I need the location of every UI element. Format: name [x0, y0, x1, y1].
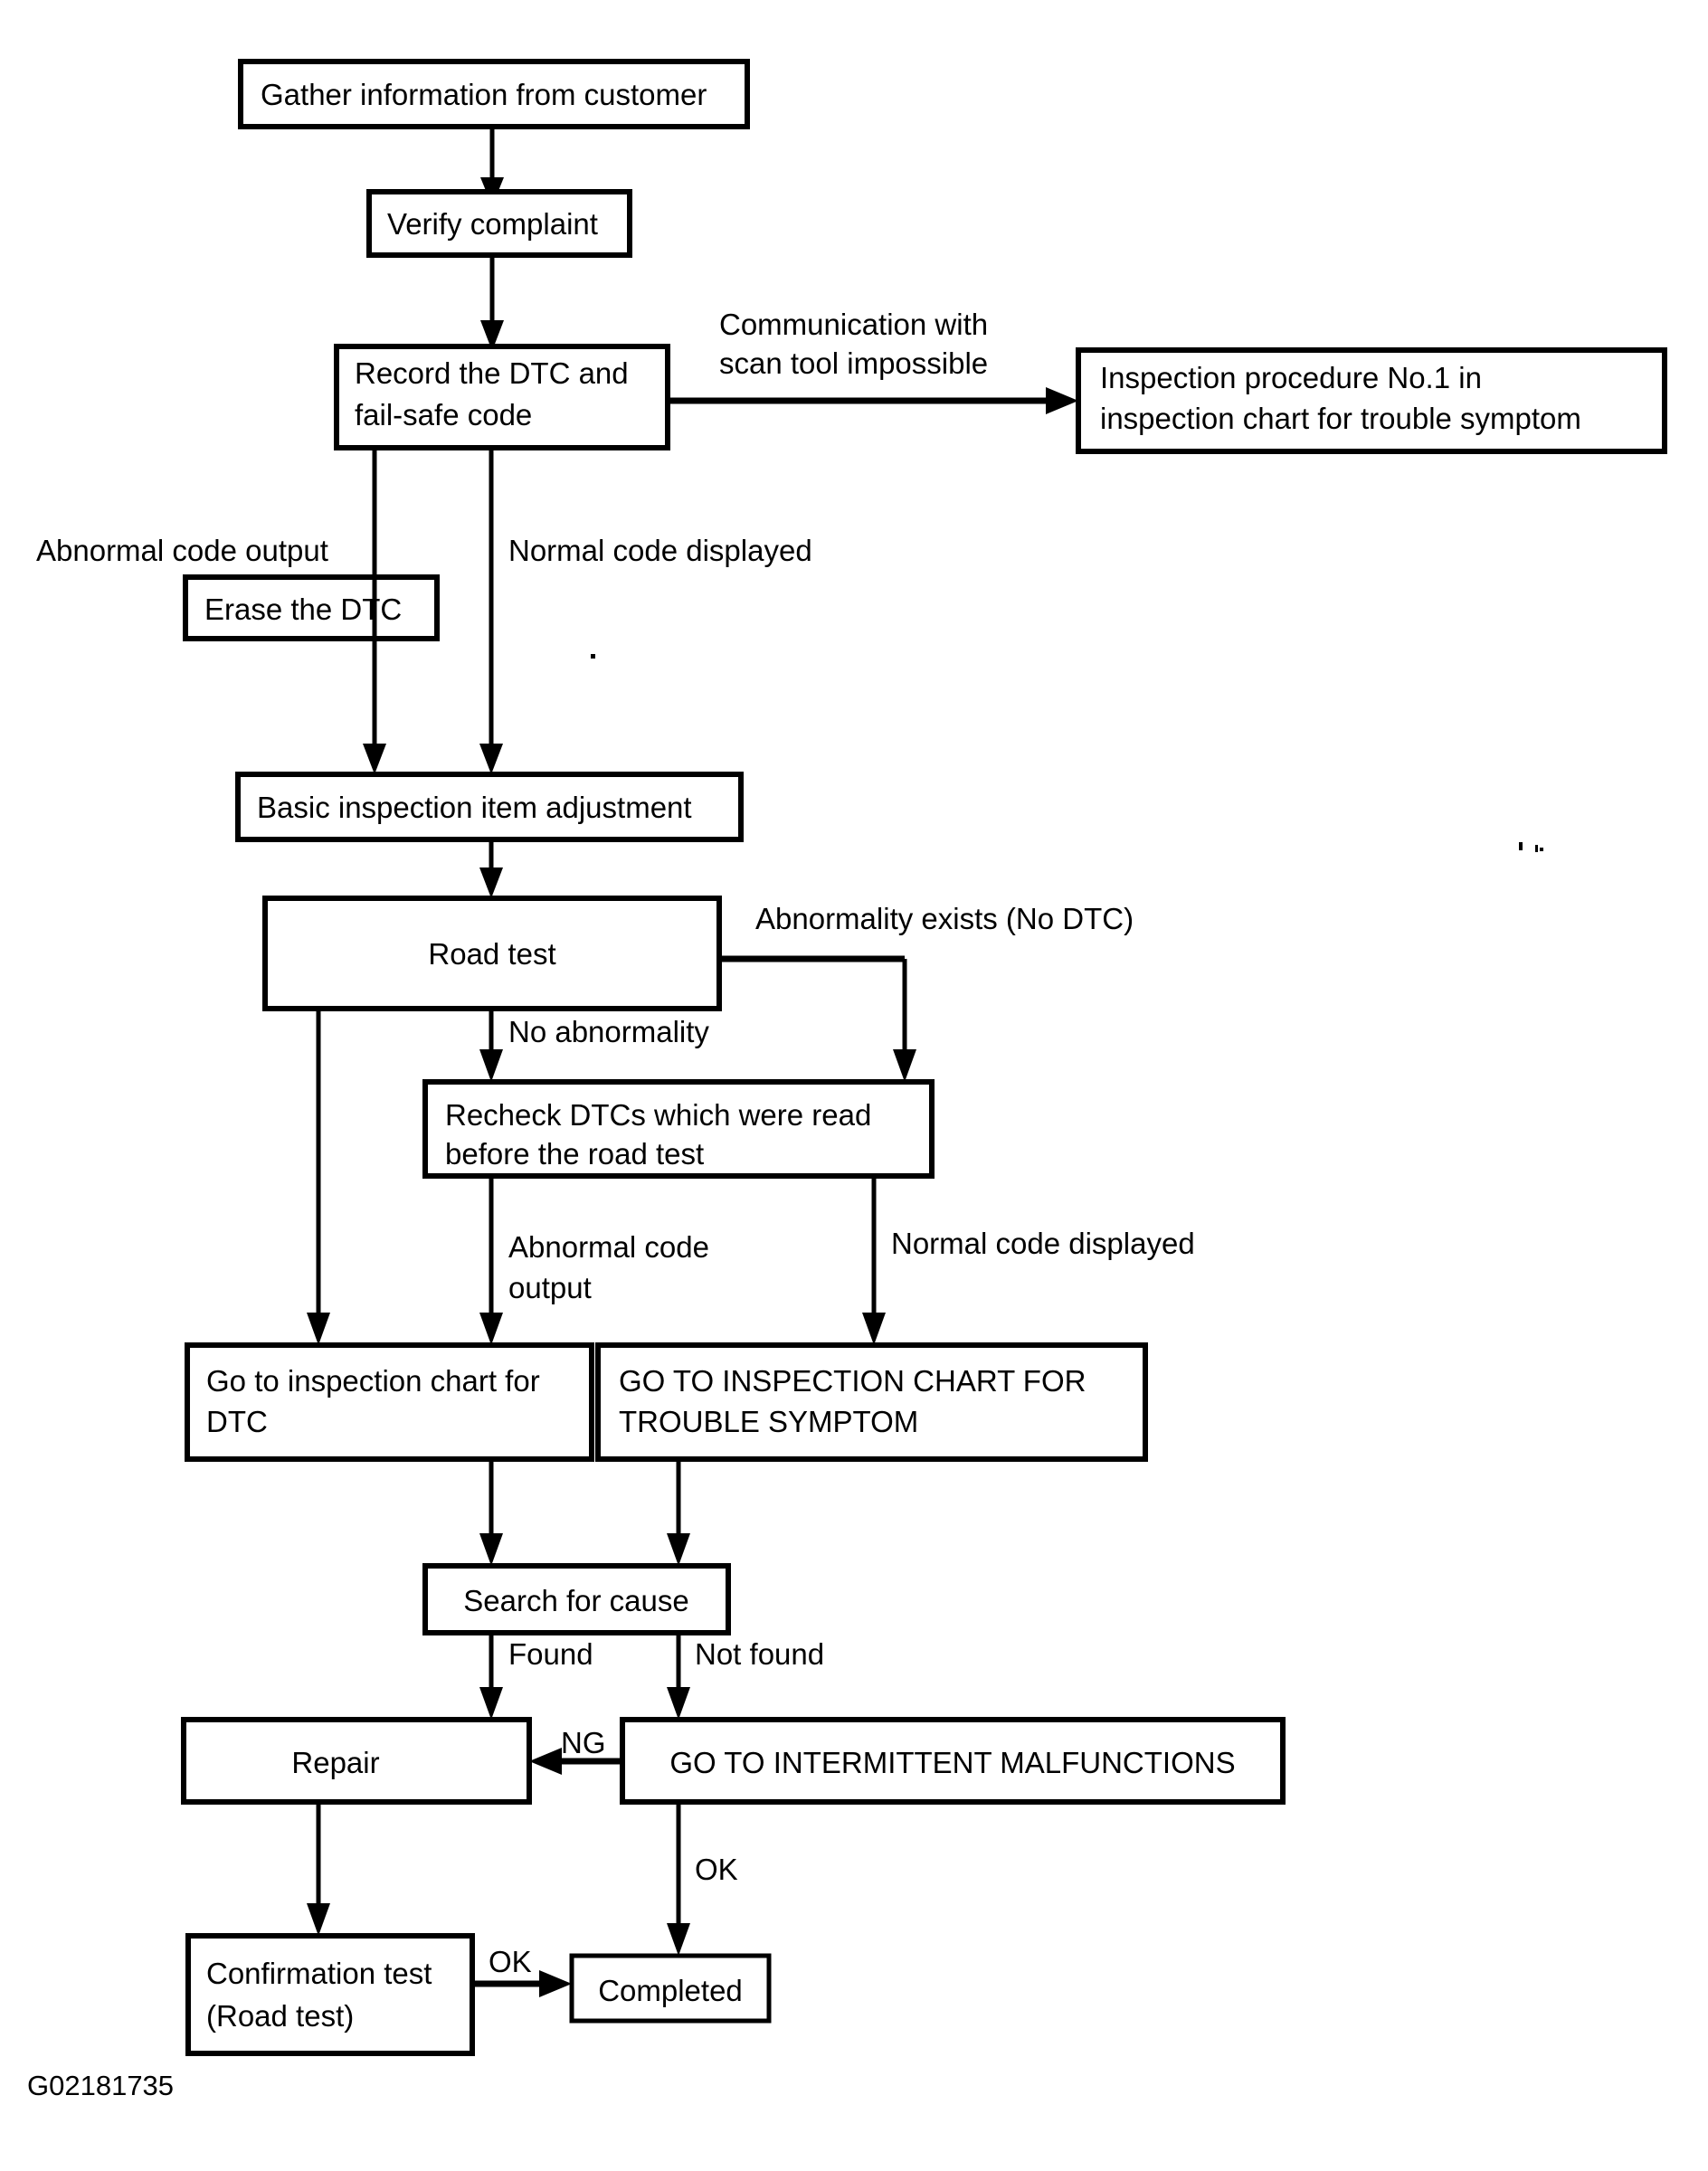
node-repair[interactable]: Repair: [181, 1717, 532, 1805]
edge-label-communication-line1: Communication with: [719, 308, 988, 341]
node-go-to-inspection-chart-dtc[interactable]: Go to inspection chart for DTC: [185, 1342, 594, 1462]
connector-confirmation-to-completed: [472, 1970, 572, 1997]
node-verify-complaint[interactable]: Verify complaint: [366, 189, 632, 258]
edge-label-found: Found: [508, 1637, 593, 1671]
node-gather-information[interactable]: Gather information from customer: [238, 59, 750, 129]
node-gototrouble-label-line1: GO TO INSPECTION CHART FOR: [619, 1364, 1086, 1398]
node-gather-label: Gather information from customer: [261, 78, 707, 111]
connector-search-to-intermittent: [667, 1633, 690, 1720]
figure-id-label: G02181735: [27, 2070, 174, 2101]
connector-recheck-to-gototrouble: [862, 1176, 886, 1345]
node-go-to-inspection-chart-trouble-symptom[interactable]: GO TO INSPECTION CHART FOR TROUBLE SYMPT…: [595, 1342, 1148, 1462]
connector-recheck-to-gotodtc: [479, 1176, 503, 1345]
edge-label-no-abnormality: No abnormality: [508, 1015, 709, 1048]
connector-record-to-inspection-procedure: [668, 387, 1078, 414]
node-gotodtc-label-line1: Go to inspection chart for: [206, 1364, 540, 1398]
connector-gototrouble-to-search: [667, 1459, 690, 1566]
node-erase-label: Erase the DTC: [204, 593, 402, 626]
node-search-label: Search for cause: [463, 1584, 688, 1617]
node-confirmation-label-line1: Confirmation test: [206, 1957, 432, 1990]
connector-repair-to-confirmation: [307, 1802, 330, 1936]
edge-label-normal-code-displayed: Normal code displayed: [508, 534, 812, 567]
edge-label-ok-vertical: OK: [695, 1853, 738, 1886]
node-gotodtc-label-line2: DTC: [206, 1405, 268, 1438]
node-basic-inspection[interactable]: Basic inspection item adjustment: [235, 772, 744, 842]
connector-basic-to-roadtest: [479, 839, 503, 898]
node-road-test[interactable]: Road test: [262, 896, 722, 1011]
edge-label-ok-horizontal: OK: [489, 1945, 532, 1978]
connector-intermittent-to-repair: [529, 1748, 622, 1775]
node-inspection-procedure-label-line1: Inspection procedure No.1 in: [1100, 361, 1482, 394]
connector-roadtest-left-to-gotodtc: [307, 1009, 330, 1345]
edge-label-abnormal-code-line2: output: [508, 1271, 592, 1304]
edge-label-normal-code-displayed-2: Normal code displayed: [891, 1227, 1195, 1260]
node-verify-label: Verify complaint: [387, 207, 598, 241]
edge-label-abnormal-code-line1: Abnormal code: [508, 1230, 709, 1264]
scan-artifact: [1540, 848, 1543, 851]
node-inspection-procedure-label-line2: inspection chart for trouble symptom: [1100, 402, 1581, 435]
node-intermittent-label: GO TO INTERMITTENT MALFUNCTIONS: [669, 1746, 1235, 1779]
node-recheck-label-line2: before the road test: [445, 1137, 704, 1171]
connector-search-to-repair: [479, 1633, 503, 1720]
node-record-dtc[interactable]: Record the DTC and fail-safe code: [334, 344, 670, 450]
node-recheck-dtcs[interactable]: Recheck DTCs which were read before the …: [422, 1079, 935, 1179]
edge-label-not-found: Not found: [695, 1637, 824, 1671]
node-record-label-line2: fail-safe code: [355, 398, 532, 431]
node-recheck-label-line1: Recheck DTCs which were read: [445, 1098, 871, 1132]
node-road-test-label: Road test: [428, 937, 555, 971]
node-inspection-procedure-no1[interactable]: Inspection procedure No.1 in inspection …: [1076, 347, 1667, 454]
edge-label-abnormal-code-output: Abnormal code output: [36, 534, 328, 567]
node-repair-label: Repair: [291, 1746, 379, 1779]
scan-artifact: [1535, 845, 1538, 852]
node-search-for-cause[interactable]: Search for cause: [422, 1563, 731, 1635]
node-basic-label: Basic inspection item adjustment: [257, 791, 692, 824]
node-completed-label: Completed: [598, 1974, 743, 2007]
connector-gotodtc-to-search: [479, 1459, 503, 1566]
edge-label-ng: NG: [561, 1726, 606, 1759]
node-gototrouble-label-line2: TROUBLE SYMPTOM: [619, 1405, 918, 1438]
connector-roadtest-to-recheck: [479, 1009, 503, 1082]
node-record-label-line1: Record the DTC and: [355, 356, 629, 390]
scan-artifact: [591, 654, 595, 659]
node-erase-dtc[interactable]: Erase the DTC: [183, 574, 440, 641]
connector-record-normal-branch: [479, 448, 503, 774]
edge-label-communication-line2: scan tool impossible: [719, 346, 988, 380]
node-completed[interactable]: Completed: [569, 1953, 772, 2024]
node-confirmation-test[interactable]: Confirmation test (Road test): [185, 1933, 475, 2056]
node-go-to-intermittent-malfunctions[interactable]: GO TO INTERMITTENT MALFUNCTIONS: [620, 1717, 1286, 1805]
connector-intermittent-to-completed: [667, 1802, 690, 1956]
connector-verify-to-record: [480, 255, 504, 351]
edge-label-abnormality-exists: Abnormality exists (No DTC): [755, 902, 1134, 935]
node-confirmation-label-line2: (Road test): [206, 1999, 354, 2033]
scan-artifact: [1519, 842, 1523, 850]
